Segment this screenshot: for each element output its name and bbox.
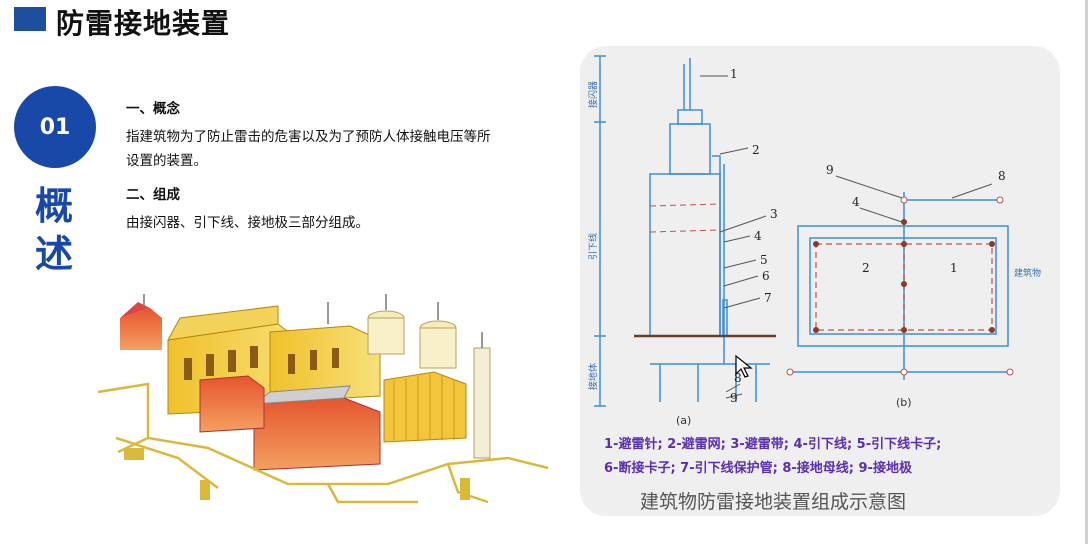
num-b-8: 8: [998, 169, 1006, 183]
num-b-2: 2: [862, 261, 870, 275]
num-a-4: 4: [754, 229, 762, 243]
num-a-6: 6: [762, 269, 770, 283]
concept-heading: 一、概念: [126, 101, 180, 117]
composition-heading: 二、组成: [126, 187, 180, 203]
lightning-protection-diagram: 1 2 3 4 5 6 7 8 9 接闪器 引下线 接地体 (a) 9 8 4 …: [587, 55, 1041, 513]
num-b-9: 9: [826, 163, 834, 177]
num-b-4: 4: [852, 195, 860, 209]
section-label: 概述: [34, 184, 73, 276]
diagram-title: 建筑物防雷接地装置组成示意图: [640, 491, 906, 513]
page-title: 防雷接地装置: [56, 7, 231, 40]
slide-edge-divider: [1085, 0, 1088, 544]
num-a-1: 1: [730, 67, 738, 81]
side-labels: 接闪器 引下线 接地体: [587, 81, 599, 390]
diagram-b-numbers: 9 8 4 2 1: [826, 163, 1006, 275]
composition-text: 由接闪器、引下线、接地极三部分组成。: [126, 215, 369, 231]
concept-text-line1: 指建筑物为了防止雷击的危害以及为了预防人体接触电压等所: [126, 129, 491, 145]
num-a-7: 7: [764, 291, 772, 305]
diagram-a-numbers: 1 2 3 4 5 6 7 8 9: [730, 67, 778, 405]
num-a-8: 8: [734, 371, 742, 385]
num-a-3: 3: [770, 207, 778, 221]
diagram-b: [790, 192, 1010, 380]
caption-b: (b): [896, 396, 912, 409]
building-label: 建筑物: [1014, 267, 1041, 279]
industrial-buildings-illustration: [97, 294, 549, 504]
title-accent-bar: [14, 7, 46, 31]
side-label-middle: 引下线: [587, 233, 599, 260]
num-b-1: 1: [950, 261, 958, 275]
section-number-badge: 01: [14, 86, 96, 168]
caption-a: (a): [676, 414, 691, 427]
num-a-2: 2: [752, 143, 760, 157]
side-label-top: 接闪器: [587, 81, 599, 108]
legend-line2: 6-断接卡子; 7-引下线保护管; 8-接地母线; 9-接地极: [604, 460, 913, 476]
num-a-5: 5: [760, 253, 768, 267]
legend-line1: 1-避雷针; 2-避雷网; 3-避雷带; 4-引下线; 5-引下线卡子;: [604, 436, 941, 452]
side-label-bottom: 接地体: [587, 363, 599, 390]
mouse-cursor-icon: [735, 354, 753, 378]
diagram-panel: [580, 46, 1060, 516]
concept-text-line2: 设置的装置。: [126, 153, 207, 169]
num-a-9: 9: [730, 391, 738, 405]
